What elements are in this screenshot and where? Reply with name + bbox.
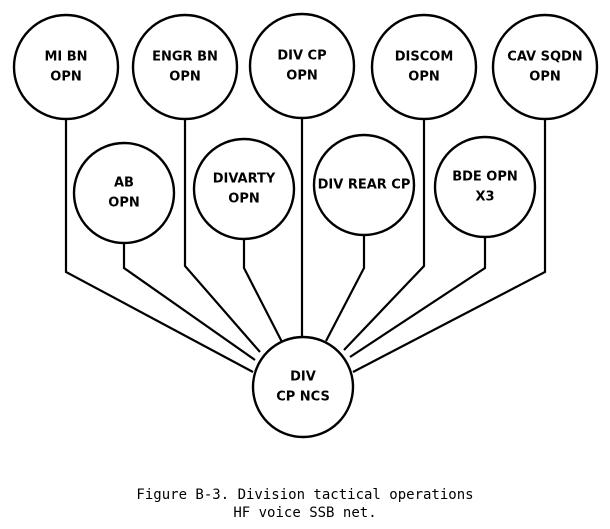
node-mi-bn-opn: MI BN OPN (12, 13, 120, 121)
node-div-cp-ncs: DIV CP NCS (251, 335, 355, 439)
figure-caption-line-2: HF voice SSB net. (233, 505, 377, 521)
node-label-div-cp-ncs-line-1: DIV (290, 370, 316, 385)
node-label-engr-bn-opn-line-2: OPN (169, 70, 200, 85)
link-cav-sqdn-opn-to-div-cp-ncs (352, 118, 547, 373)
figure-caption-line-1: Figure B-3. Division tactical operations (136, 487, 474, 503)
node-divarty-opn: DIVARTY OPN (192, 137, 296, 241)
node-label-div-cp-opn-line-1: DIV CP (277, 49, 326, 64)
node-label-ab-opn-line-1: AB (114, 176, 134, 191)
node-label-mi-bn-opn-line-2: OPN (50, 70, 81, 85)
node-label-ab-opn-line-2: OPN (108, 196, 139, 211)
node-circle-cav-sqdn-opn (491, 13, 599, 121)
node-label-bde-opn-line-1: BDE OPN (452, 170, 518, 185)
node-div-cp-opn: DIV CP OPN (248, 12, 356, 120)
node-label-discom-opn-line-2: OPN (408, 70, 439, 85)
link-engr-bn-opn-to-div-cp-ncs (183, 118, 261, 353)
net-links (64, 118, 547, 373)
node-circle-ab-opn (72, 141, 176, 245)
node-circle-mi-bn-opn (12, 13, 120, 121)
node-label-bde-opn-line-2: X3 (475, 190, 494, 205)
link-discom-opn-to-div-cp-ncs (343, 118, 426, 351)
node-circle-div-rear-cp (312, 133, 416, 237)
node-circle-div-cp-ncs (251, 335, 355, 439)
node-cav-sqdn-opn: CAV SQDN OPN (491, 13, 599, 121)
node-label-engr-bn-opn-line-1: ENGR BN (152, 50, 218, 65)
node-ab-opn: AB OPN (72, 141, 176, 245)
link-bde-opn-to-div-cp-ncs (349, 237, 487, 358)
node-circle-div-cp-opn (248, 12, 356, 120)
node-circle-engr-bn-opn (131, 13, 239, 121)
node-discom-opn: DISCOM OPN (370, 13, 478, 121)
node-label-div-rear-cp-line-1: DIV REAR CP (318, 178, 411, 193)
node-label-div-cp-ncs-line-2: CP NCS (276, 390, 330, 405)
node-circle-divarty-opn (192, 137, 296, 241)
node-div-rear-cp: DIV REAR CP (312, 133, 416, 237)
node-circle-bde-opn (433, 135, 537, 239)
node-bde-opn: BDE OPN X3 (433, 135, 537, 239)
node-label-cav-sqdn-opn-line-1: CAV SQDN (507, 50, 582, 65)
node-label-discom-opn-line-1: DISCOM (395, 50, 454, 65)
link-div-rear-cp-to-div-cp-ncs (325, 235, 366, 342)
node-engr-bn-opn: ENGR BN OPN (131, 13, 239, 121)
node-label-cav-sqdn-opn-line-2: OPN (529, 70, 560, 85)
node-label-mi-bn-opn-line-1: MI BN (44, 50, 87, 65)
link-divarty-opn-to-div-cp-ncs (242, 239, 283, 343)
node-label-divarty-opn-line-1: DIVARTY (213, 172, 276, 187)
node-label-div-cp-opn-line-2: OPN (286, 69, 317, 84)
link-ab-opn-to-div-cp-ncs (122, 243, 256, 361)
link-mi-bn-opn-to-div-cp-ncs (64, 118, 254, 373)
node-label-divarty-opn-line-2: OPN (228, 192, 259, 207)
node-circle-discom-opn (370, 13, 478, 121)
